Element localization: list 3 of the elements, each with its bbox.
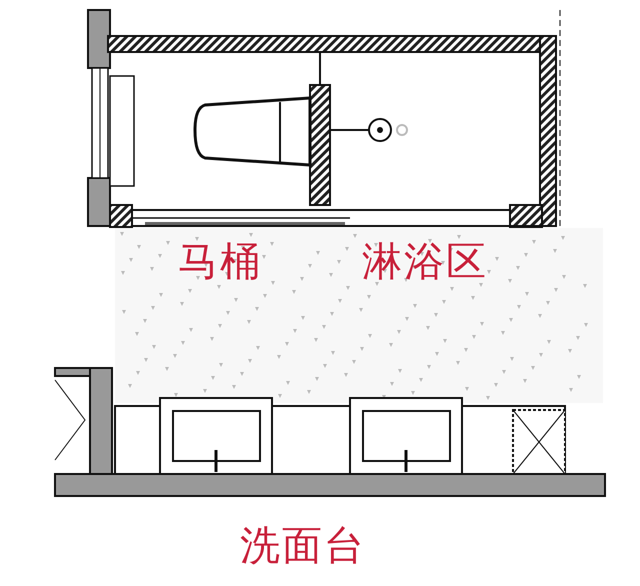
room-label: 马桶 [178,238,262,286]
room-label: 洗面台 [240,522,366,570]
room-label: 淋浴区 [362,238,488,286]
